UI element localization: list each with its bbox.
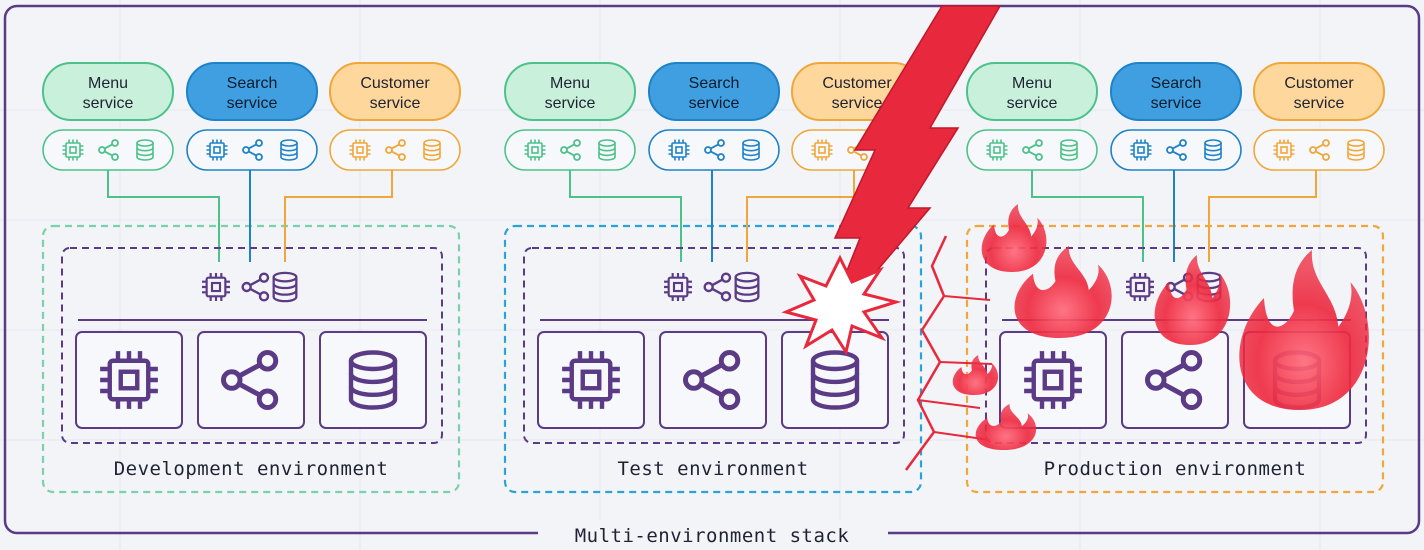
- flame-icon: [1154, 255, 1231, 345]
- resource-box: [75, 331, 183, 429]
- service-label-line1: Customer: [1284, 75, 1354, 92]
- environment-label: Development environment: [114, 458, 389, 480]
- service-label-line1: Search: [689, 75, 740, 92]
- search-service: Search service: [648, 62, 780, 171]
- service-label-line2: service: [1294, 95, 1345, 112]
- resource-box: [659, 331, 767, 429]
- service-pill: [1110, 62, 1242, 121]
- service-label-line1: Menu: [550, 75, 590, 92]
- service-pill: [504, 62, 636, 121]
- failure-effects: [781, 5, 1369, 471]
- service-connector: [1208, 170, 1317, 262]
- service-connector: [284, 170, 393, 262]
- environment-label: Test environment: [617, 458, 808, 480]
- service-label-line1: Menu: [88, 75, 128, 92]
- service-label-line2: service: [832, 95, 883, 112]
- service-connector: [746, 170, 855, 262]
- cpu-chip-icon: [1124, 271, 1156, 303]
- crack-line: [904, 235, 948, 471]
- service-pill: [966, 62, 1098, 121]
- service-connector: [107, 170, 220, 262]
- menu-service: Menu service: [966, 62, 1098, 171]
- resource-box: [1121, 331, 1229, 429]
- service-connector: [569, 170, 682, 262]
- service-label-line1: Menu: [1012, 75, 1052, 92]
- service-label-line1: Search: [1151, 75, 1202, 92]
- menu-service: Menu service: [504, 62, 636, 171]
- service-pill: [42, 62, 174, 121]
- flame-icon: [952, 355, 999, 395]
- service-label-line2: service: [689, 95, 740, 112]
- share-network-icon: [241, 272, 270, 302]
- resource-box: [999, 331, 1107, 429]
- environment-development: Menu service Search service Customer serviceD…: [41, 62, 461, 494]
- environment-test: Menu service Search service Customer serviceT…: [503, 62, 923, 494]
- service-label-line2: service: [1151, 95, 1202, 112]
- resource-box: [197, 331, 305, 429]
- search-service: Search service: [1110, 62, 1242, 171]
- share-network-icon: [703, 272, 732, 302]
- stack-label: Multi-environment stack: [575, 525, 850, 547]
- database-icon: [734, 271, 760, 303]
- service-label-line2: service: [83, 95, 134, 112]
- search-service: Search service: [186, 62, 318, 171]
- customer-service: Customer service: [329, 62, 461, 171]
- service-label-line1: Search: [227, 75, 278, 92]
- service-label-line1: Customer: [822, 75, 892, 92]
- service-pill: [186, 62, 318, 121]
- flame-icon: [975, 404, 1037, 450]
- flame-icon: [1239, 250, 1369, 410]
- customer-service: Customer service: [1253, 62, 1385, 171]
- shared-stack-box: [985, 247, 1367, 444]
- service-pill: [648, 62, 780, 121]
- service-label-line2: service: [1007, 95, 1058, 112]
- flame-icon: [981, 204, 1047, 272]
- service-label-line2: service: [545, 95, 596, 112]
- flame-icon: [1014, 246, 1112, 338]
- cpu-chip-icon: [200, 271, 232, 303]
- cpu-chip-icon: [662, 271, 694, 303]
- service-pill: [1253, 62, 1385, 121]
- service-label-line1: Customer: [360, 75, 430, 92]
- database-icon: [272, 271, 298, 303]
- service-connector: [1031, 170, 1144, 262]
- shared-stack-box: [523, 247, 905, 444]
- shared-stack-box: [61, 247, 443, 444]
- stack-frame: [3, 4, 1421, 550]
- service-label-line2: service: [370, 95, 421, 112]
- impact-burst-icon: [781, 254, 902, 356]
- crack-branches: [917, 295, 993, 441]
- environment-label: Production environment: [1044, 458, 1307, 480]
- menu-service: Menu service: [42, 62, 174, 171]
- service-pill: [329, 62, 461, 121]
- service-label-line2: service: [227, 95, 278, 112]
- resource-box: [537, 331, 645, 429]
